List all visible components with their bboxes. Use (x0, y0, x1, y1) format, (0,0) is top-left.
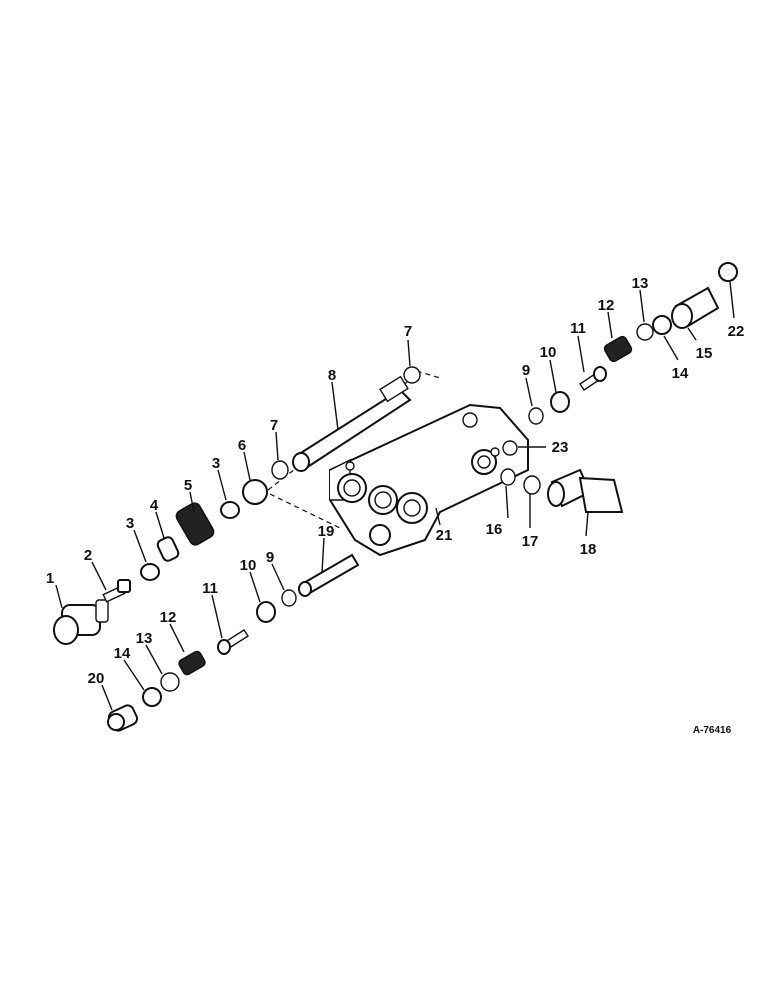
pin-part-19 (298, 553, 360, 597)
fitting-part-1 (53, 599, 109, 645)
callout-7b: 7 (404, 323, 412, 340)
fitting-part-15 (671, 286, 720, 329)
poppet-part-11-left (217, 629, 249, 655)
oring-part-16 (500, 468, 516, 486)
callout-13-left: 13 (136, 630, 153, 647)
valve-body-part-21 (329, 403, 529, 557)
callout-10-left: 10 (240, 557, 257, 574)
spring-part-12-left (178, 650, 206, 676)
callout-14-right: 14 (672, 365, 689, 382)
washer-part-3a (140, 563, 160, 581)
callout-1: 1 (46, 570, 54, 587)
leader-lines (55, 281, 735, 711)
callout-9-right: 9 (522, 362, 530, 379)
oring-part-7a (271, 460, 289, 480)
callout-18: 18 (580, 541, 597, 558)
callout-9-left: 9 (266, 549, 274, 566)
callout-5: 5 (184, 477, 192, 494)
callout-14-left: 14 (114, 645, 131, 662)
seat-part-10-right (550, 391, 570, 413)
callout-17: 17 (522, 533, 539, 550)
stem-part-2 (102, 579, 131, 603)
washer-part-14-left (142, 687, 162, 707)
oring-part-23 (502, 440, 518, 456)
spool-part-8 (292, 375, 412, 472)
callout-15: 15 (696, 345, 713, 362)
seat-part-10-left (256, 601, 276, 623)
callout-10-right: 10 (540, 344, 557, 361)
callout-11-left: 11 (202, 580, 218, 597)
cap-part-6 (242, 479, 268, 505)
plug-part-20 (107, 704, 139, 732)
oring-part-7b (403, 366, 421, 384)
callout-22: 22 (728, 323, 745, 340)
callout-labels: 1 2 3 4 5 3 6 7 8 7 19 10 9 11 12 13 14 … (46, 275, 745, 687)
plug-part-22 (718, 262, 738, 282)
oring-part-13-left (160, 672, 180, 692)
callout-7a: 7 (270, 417, 278, 434)
callout-3: 3 (126, 515, 134, 532)
washer-part-3b (220, 501, 240, 519)
oring-part-9-right (528, 407, 544, 425)
poppet-part-11-right (579, 366, 607, 391)
callout-20: 20 (88, 670, 105, 687)
callout-13-right: 13 (632, 275, 649, 292)
washer-part-14-right (652, 315, 672, 335)
oring-part-17 (523, 475, 541, 495)
callout-21: 21 (436, 527, 453, 544)
callout-19: 19 (318, 523, 335, 540)
callout-6: 6 (238, 437, 246, 454)
callout-16: 16 (486, 521, 503, 538)
sleeve-part-4 (156, 536, 180, 562)
callout-11-right: 11 (570, 320, 586, 337)
spring-part-12-right (603, 335, 633, 363)
reference-code: A-76416 (693, 725, 732, 736)
callout-4: 4 (150, 497, 159, 514)
callout-23: 23 (552, 439, 569, 456)
oring-part-9-left (281, 589, 297, 607)
callout-2: 2 (84, 547, 92, 564)
oring-part-13-right (636, 323, 654, 341)
spring-part-5 (175, 502, 215, 546)
callout-12-left: 12 (160, 609, 177, 626)
callout-3b: 3 (212, 455, 220, 472)
elbow-fitting-part-18 (547, 468, 624, 513)
callout-8: 8 (328, 367, 336, 384)
callout-12-right: 12 (598, 297, 615, 314)
